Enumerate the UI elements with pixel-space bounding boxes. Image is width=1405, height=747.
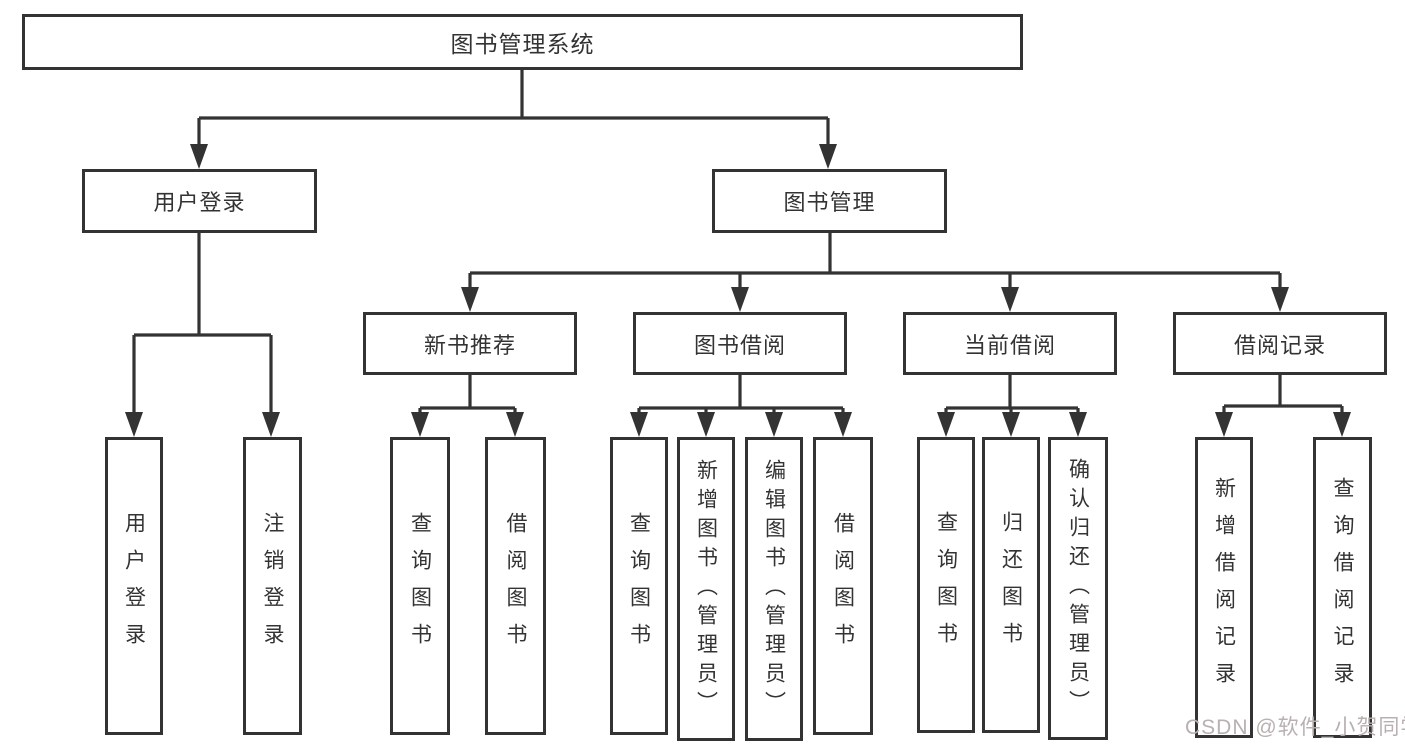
leaf-borrow-borrow: 借阅图书 xyxy=(813,437,873,735)
arrowhead-icon xyxy=(1001,287,1019,312)
arrowhead-icon xyxy=(819,144,837,169)
arrowhead-icon xyxy=(506,412,524,437)
leaf-label: 编辑图书（管理员） xyxy=(762,458,786,720)
connector-path xyxy=(944,375,1080,413)
node-current-borrowing: 当前借阅 xyxy=(903,312,1117,375)
arrowhead-icon xyxy=(834,412,852,437)
node-label: 用户登录 xyxy=(153,190,246,215)
leaf-label: 确认归还（管理员） xyxy=(1066,458,1090,719)
connector-path xyxy=(637,375,845,413)
leaf-borrow-add-admin: 新增图书（管理员） xyxy=(677,437,735,741)
arrowhead-icon xyxy=(411,412,429,437)
leaf-label: 查询图书 xyxy=(627,512,651,660)
arrowhead-icon xyxy=(190,144,208,169)
leaf-label: 注销登录 xyxy=(261,512,284,660)
node-borrowing-records: 借阅记录 xyxy=(1173,312,1387,375)
connector-path xyxy=(468,233,1282,288)
leaf-records-add: 新增借阅记录 xyxy=(1195,437,1253,738)
watermark: CSDN @软件_小贺同学 xyxy=(1185,716,1405,739)
connector-path xyxy=(418,375,517,413)
arrowhead-icon xyxy=(461,287,479,312)
leaf-label: 查询借阅记录 xyxy=(1331,476,1354,699)
node-library-system: 图书管理系统 xyxy=(22,14,1023,70)
node-label: 借阅记录 xyxy=(1233,332,1326,358)
leaf-label: 借阅图书 xyxy=(831,512,855,660)
leaf-newbooks-query: 查询图书 xyxy=(390,437,450,735)
leaf-label: 查询图书 xyxy=(934,511,958,659)
arrowhead-icon xyxy=(697,412,715,437)
arrowhead-icon xyxy=(125,412,143,437)
arrowhead-icon xyxy=(1069,412,1087,437)
leaf-borrow-edit-admin: 编辑图书（管理员） xyxy=(745,437,803,741)
arrowhead-icon xyxy=(731,287,749,312)
leaf-records-query: 查询借阅记录 xyxy=(1313,437,1372,738)
leaf-current-confirm-admin: 确认归还（管理员） xyxy=(1048,437,1108,740)
node-label: 当前借阅 xyxy=(963,332,1056,358)
arrowhead-icon xyxy=(1002,412,1020,437)
node-label: 新书推荐 xyxy=(423,332,516,358)
leaf-label: 新增图书（管理员） xyxy=(694,458,718,720)
leaf-logout: 注销登录 xyxy=(243,437,302,735)
node-label: 图书管理 xyxy=(783,190,876,215)
arrowhead-icon xyxy=(630,412,648,437)
node-label: 图书管理系统 xyxy=(450,31,595,57)
leaf-user-login: 用户登录 xyxy=(105,437,163,735)
leaf-label: 归还图书 xyxy=(999,511,1023,659)
leaf-label: 用户登录 xyxy=(122,512,146,660)
arrowhead-icon xyxy=(765,412,783,437)
leaf-current-return: 归还图书 xyxy=(982,437,1040,733)
leaf-borrow-query: 查询图书 xyxy=(610,437,668,735)
leaf-newbooks-borrow: 借阅图书 xyxy=(485,437,546,735)
arrowhead-icon xyxy=(1333,412,1351,437)
leaf-label: 新增借阅记录 xyxy=(1212,476,1236,699)
node-label: 图书借阅 xyxy=(693,332,786,358)
connector-path xyxy=(132,233,273,413)
node-new-book-recommend: 新书推荐 xyxy=(363,312,577,375)
node-book-borrowing: 图书借阅 xyxy=(633,312,847,375)
leaf-label: 借阅图书 xyxy=(504,512,527,660)
leaf-label: 查询图书 xyxy=(408,512,432,660)
node-book-management: 图书管理 xyxy=(712,169,947,233)
node-user-login: 用户登录 xyxy=(82,169,317,233)
connector-path xyxy=(197,70,830,145)
arrowhead-icon xyxy=(937,412,955,437)
connector-path xyxy=(1222,375,1344,413)
arrowhead-icon xyxy=(1271,287,1289,312)
arrowhead-icon xyxy=(262,412,280,437)
leaf-current-query: 查询图书 xyxy=(917,437,975,733)
arrowhead-icon xyxy=(1215,412,1233,437)
